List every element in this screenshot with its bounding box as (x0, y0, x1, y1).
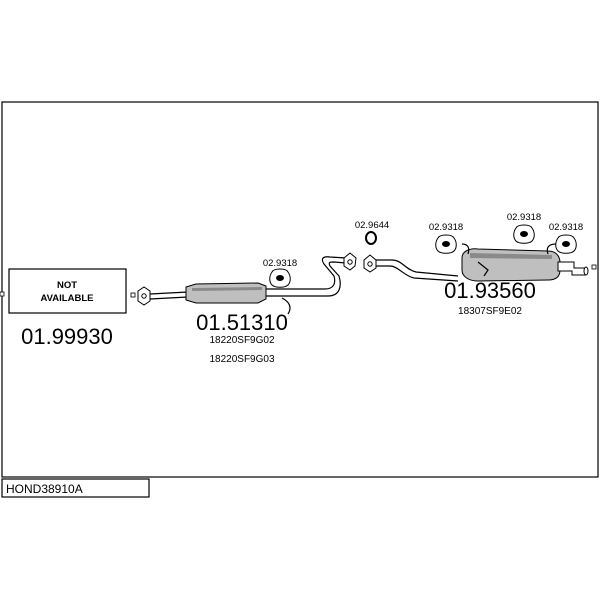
rear-hanger-a-link (461, 243, 470, 255)
left-edge-marker (0, 291, 5, 297)
rear-tailpipe-end (583, 266, 589, 276)
rear-muffler-shade (470, 253, 552, 259)
diagram-frame (1, 101, 599, 478)
right-edge-marker (591, 264, 597, 270)
middle-muffler-body (185, 282, 267, 304)
middle-muffler-part2: 18220SF9G03 (209, 354, 274, 365)
middle-hanger-code: 02.9318 (263, 258, 297, 269)
middle-muffler-part1: 18220SF9G02 (209, 335, 274, 346)
rear-hanger-c-hole (562, 241, 570, 247)
middle-outlet-pipe (266, 256, 347, 290)
rear-inlet-pipe (376, 259, 459, 277)
model-label: HOND38910A (6, 482, 83, 496)
not-available-box (8, 268, 127, 314)
gasket: 02.9644 (355, 220, 389, 245)
middle-rear-flange-hole (347, 259, 353, 265)
middle-hanger-hole (276, 275, 284, 281)
middle-inlet-pipe (149, 291, 189, 300)
rear-tailpipe (557, 261, 587, 276)
not-available-line1: NOT (57, 280, 77, 291)
rear-muffler-code: 01.93560 (444, 278, 536, 303)
middle-muffler-shade (192, 287, 262, 291)
front-section-code: 01.99930 (21, 324, 113, 349)
gasket-code: 02.9644 (355, 220, 389, 231)
rear-hanger-b: 02.9318 (507, 212, 541, 244)
rear-hanger-c-link (546, 243, 557, 255)
rear-muffler: 01.93560 18307SF9E02 (363, 248, 589, 317)
middle-front-flange-hole (141, 293, 147, 299)
gasket-ring (365, 231, 377, 245)
rear-hanger-b-hole (520, 231, 528, 237)
rear-hanger-a: 02.9318 (429, 222, 470, 255)
rear-hanger-bracket (477, 261, 489, 277)
rear-front-flange-hole (367, 261, 373, 267)
rear-hanger-a-code: 02.9318 (429, 222, 463, 233)
middle-muffler: 01.51310 18220SF9G02 18220SF9G03 (137, 252, 357, 365)
middle-hanger-bracket (281, 297, 291, 315)
rear-hanger-b-code: 02.9318 (507, 212, 541, 223)
rear-hanger-c: 02.9318 (546, 222, 583, 255)
rear-hanger-a-hole (442, 241, 450, 247)
middle-hanger: 02.9318 (263, 258, 297, 288)
not-available-line2: AVAILABLE (41, 293, 94, 304)
rear-hanger-c-code: 02.9318 (549, 222, 583, 233)
front-box-connector (130, 292, 136, 298)
middle-muffler-code: 01.51310 (196, 310, 288, 335)
middle-outlet-pipe-lower (266, 261, 347, 297)
rear-muffler-part1: 18307SF9E02 (458, 306, 522, 317)
front-section: NOT AVAILABLE 01.99930 (8, 268, 136, 349)
rear-inlet-pipe-lower (376, 265, 459, 282)
model-label-box (1, 478, 150, 498)
